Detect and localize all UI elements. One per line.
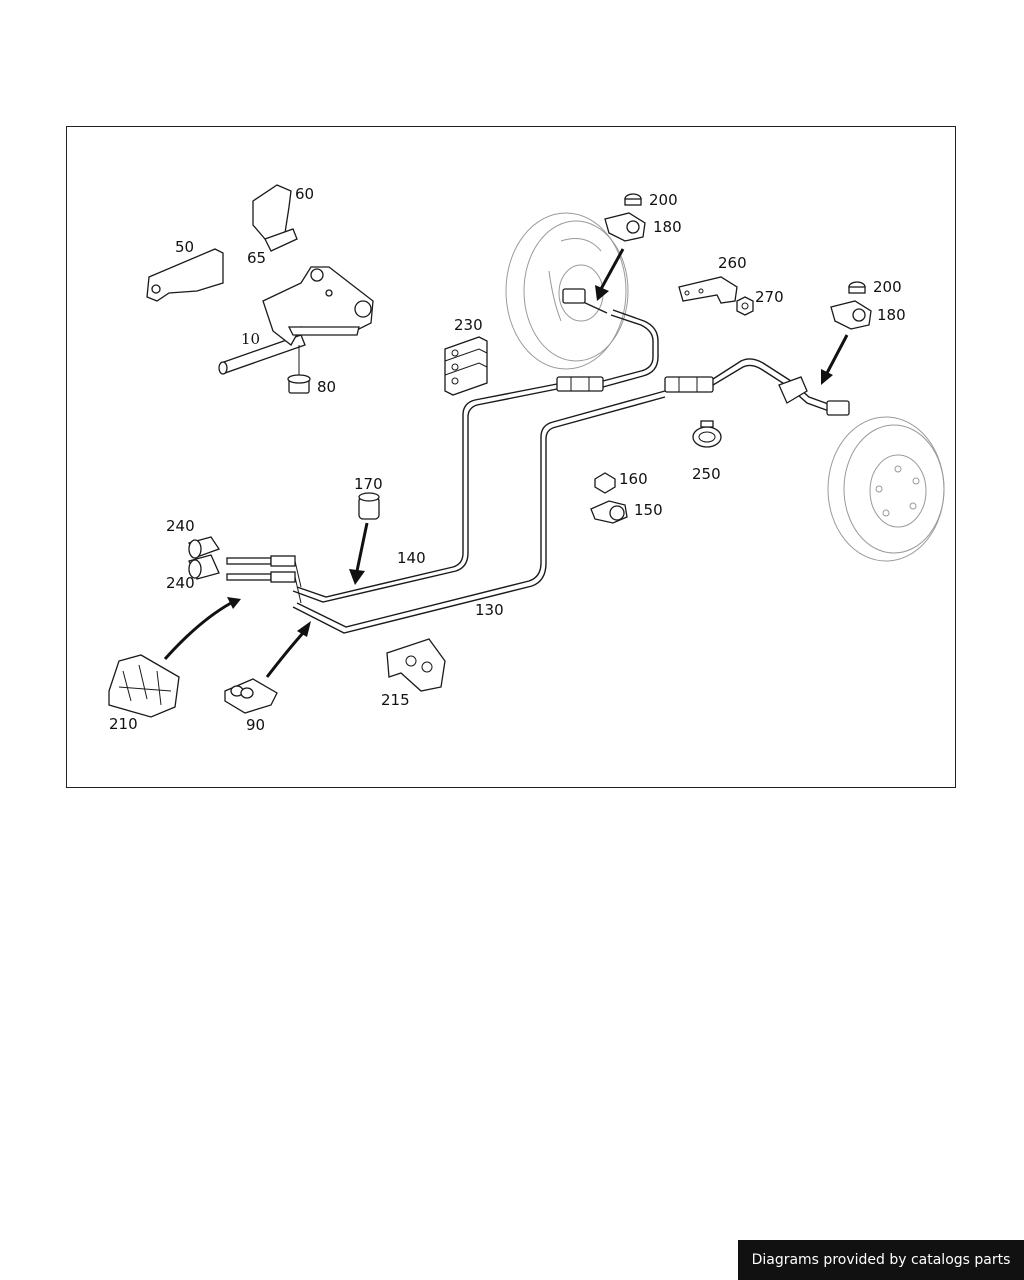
callout-140: 140 xyxy=(397,549,426,567)
arrow-210-to-fittings xyxy=(163,597,241,661)
arrow-180-right xyxy=(821,334,849,385)
callout-60: 60 xyxy=(295,185,314,203)
nut-80 xyxy=(287,345,311,394)
callout-180-right: 180 xyxy=(877,306,906,324)
brake-cable-140 xyxy=(292,288,659,603)
diagram-frame: 10 50 60 65 80 90 130 140 150 160 170 18… xyxy=(66,126,956,788)
callout-240-upper: 240 xyxy=(166,517,195,535)
callout-215: 215 xyxy=(381,691,410,709)
parking-brake-cable-diagram: 10 50 60 65 80 90 130 140 150 160 170 18… xyxy=(108,184,945,734)
grommet-170 xyxy=(358,492,380,520)
rear-brake-drum-right xyxy=(827,416,945,562)
callout-230: 230 xyxy=(454,316,483,334)
bracket-60 xyxy=(252,184,298,252)
sleeve-240-upper xyxy=(188,536,220,559)
rear-brake-drum-left xyxy=(505,212,629,370)
callout-240-lower: 240 xyxy=(166,574,195,592)
holder-210 xyxy=(108,654,180,718)
clip-215 xyxy=(386,638,446,692)
nut-270 xyxy=(736,296,754,316)
callout-260: 260 xyxy=(718,254,747,272)
sleeve-240-lower xyxy=(188,554,220,580)
washer-200-upper xyxy=(624,193,642,206)
callout-50: 50 xyxy=(175,238,194,256)
rubber-block-230 xyxy=(444,336,488,396)
cap-90 xyxy=(224,678,278,714)
callout-200-right: 200 xyxy=(873,278,902,296)
hose-clamp-250 xyxy=(692,420,722,448)
arrow-180-upper xyxy=(595,248,625,301)
brake-cable-130 xyxy=(292,358,850,634)
bracket-260 xyxy=(678,276,738,304)
arrow-170-to-cable xyxy=(349,522,369,585)
clip-180-upper xyxy=(604,212,646,242)
arrow-90-to-fittings xyxy=(265,621,311,678)
washer-200-right xyxy=(848,281,866,294)
callout-10: 10 xyxy=(241,330,260,348)
footer-credit-badge: Diagrams provided by catalogs parts xyxy=(738,1240,1024,1280)
cable-end-fittings xyxy=(226,555,302,604)
clip-180-right xyxy=(830,300,872,330)
callout-130: 130 xyxy=(475,601,504,619)
bracket-50 xyxy=(146,248,224,302)
callout-65: 65 xyxy=(247,249,266,267)
callout-170: 170 xyxy=(354,475,383,493)
callout-200-upper: 200 xyxy=(649,191,678,209)
clamp-150 xyxy=(590,500,628,524)
callout-180-upper: 180 xyxy=(653,218,682,236)
callout-150: 150 xyxy=(634,501,663,519)
parking-brake-lever-10 xyxy=(218,266,374,375)
callout-160: 160 xyxy=(619,470,648,488)
callout-80: 80 xyxy=(317,378,336,396)
nut-160 xyxy=(594,472,616,494)
callout-90: 90 xyxy=(246,716,265,734)
callout-250: 250 xyxy=(692,465,721,483)
callout-270: 270 xyxy=(755,288,784,306)
callout-210: 210 xyxy=(109,715,138,733)
footer-credit-text: Diagrams provided by catalogs parts xyxy=(751,1252,1011,1268)
